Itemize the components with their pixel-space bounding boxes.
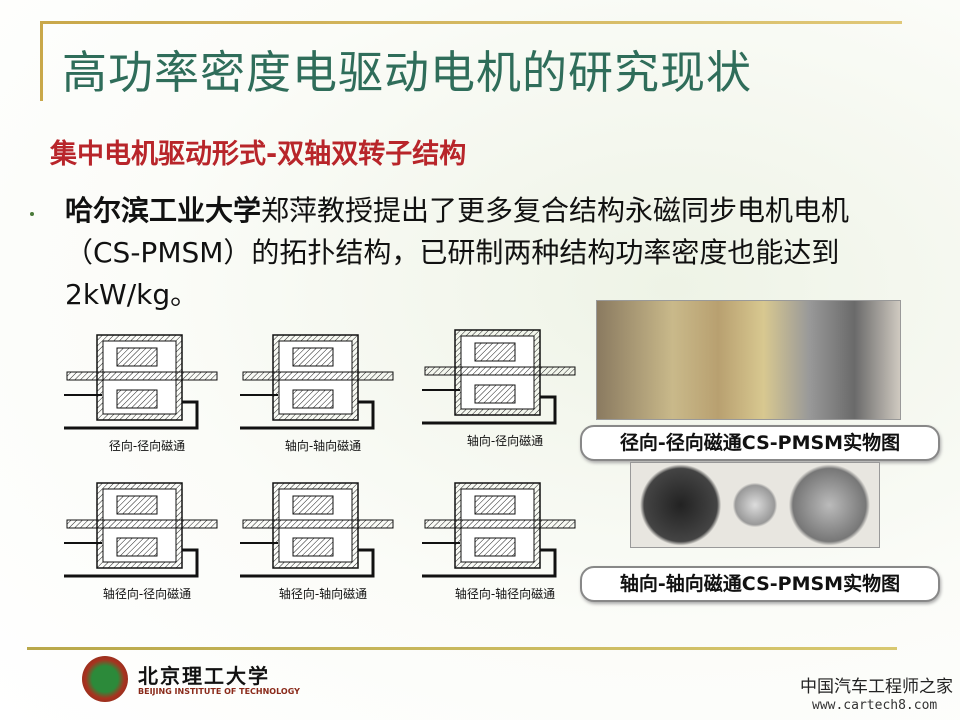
photo-axial-axial [630,462,880,548]
motor-cross-section-icon [422,329,576,425]
motor-diagram: 径向-径向磁通 [62,330,232,454]
motor-cross-section-icon [240,482,394,578]
watermark-cn: 中国汽车工程师之家 [800,677,953,697]
photo-radial-radial [596,300,901,420]
left-divider [40,21,43,101]
photo-label: 轴向-轴向磁通CS-PMSM实物图 [580,566,940,602]
diagram-caption: 轴径向-轴向磁通 [278,587,368,601]
logo-text-cn: 北京理工大学 [138,664,270,688]
diagram-caption: 轴径向-轴径向磁通 [454,587,556,601]
slide-subtitle: 集中电机驱动形式-双轴双转子结构 [50,139,467,170]
motor-cross-section-icon [64,334,218,430]
motor-diagram: 轴向-径向磁通 [420,325,590,449]
diagram-caption: 轴向-轴向磁通 [284,439,362,453]
motor-diagram: 轴径向-轴径向磁通 [420,478,590,602]
slide-title: 高功率密度电驱动电机的研究现状 [62,46,753,99]
diagram-caption: 轴向-径向磁通 [466,434,544,448]
body-rest: 郑萍教授提出了更多复合结构永磁同步电机电机（CS-PMSM）的拓扑结构，已研制两… [65,194,850,311]
watermark-url: www.cartech8.com [812,698,938,713]
body-bold: 哈尔滨工业大学 [65,194,262,227]
diagram-caption: 轴径向-径向磁通 [102,587,192,601]
bullet-icon [30,212,34,216]
motor-diagram: 轴径向-径向磁通 [62,478,232,602]
top-divider [40,21,902,24]
motor-cross-section-icon [240,334,394,430]
body-text: 哈尔滨工业大学郑萍教授提出了更多复合结构永磁同步电机电机（CS-PMSM）的拓扑… [65,190,915,316]
motor-cross-section-icon [64,482,218,578]
bottom-divider [27,647,897,650]
motor-cross-section-icon [422,482,576,578]
photo-label: 径向-径向磁通CS-PMSM实物图 [580,425,940,461]
university-logo-icon [82,656,128,702]
diagram-caption: 径向-径向磁通 [108,439,186,453]
motor-diagram: 轴向-轴向磁通 [238,330,408,454]
logo-text-en: BEIJING INSTITUTE OF TECHNOLOGY [138,687,300,696]
motor-diagram: 轴径向-轴向磁通 [238,478,408,602]
